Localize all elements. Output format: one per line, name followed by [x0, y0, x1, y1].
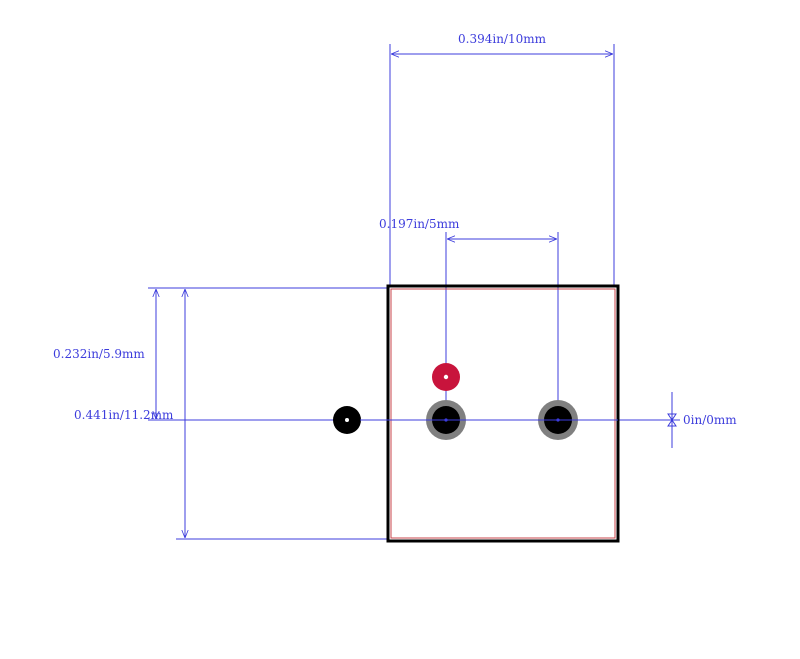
pad-left-black [333, 406, 361, 434]
dimension-arrow-bottom [667, 419, 677, 427]
dimension-arrow-top [667, 413, 677, 421]
dimension-left-offset [148, 287, 446, 421]
dimension-label-right-offset: 0in/0mm [683, 413, 737, 427]
courtyard-outline [390, 288, 616, 539]
dimension-pin-pitch [445, 232, 559, 420]
pad-red [432, 363, 460, 391]
dimension-label-left-offset: 0.232in/5.9mm [53, 347, 145, 361]
dimension-left-height [176, 289, 388, 540]
dimension-label-pin-pitch: 0.197in/5mm [379, 217, 460, 231]
dimension-label-left-height: 0.441in/11.2mm [74, 408, 174, 422]
dimension-label-top-width: 0.394in/10mm [458, 32, 547, 46]
component-outline [386, 284, 620, 543]
dimension-top-width [389, 44, 615, 286]
